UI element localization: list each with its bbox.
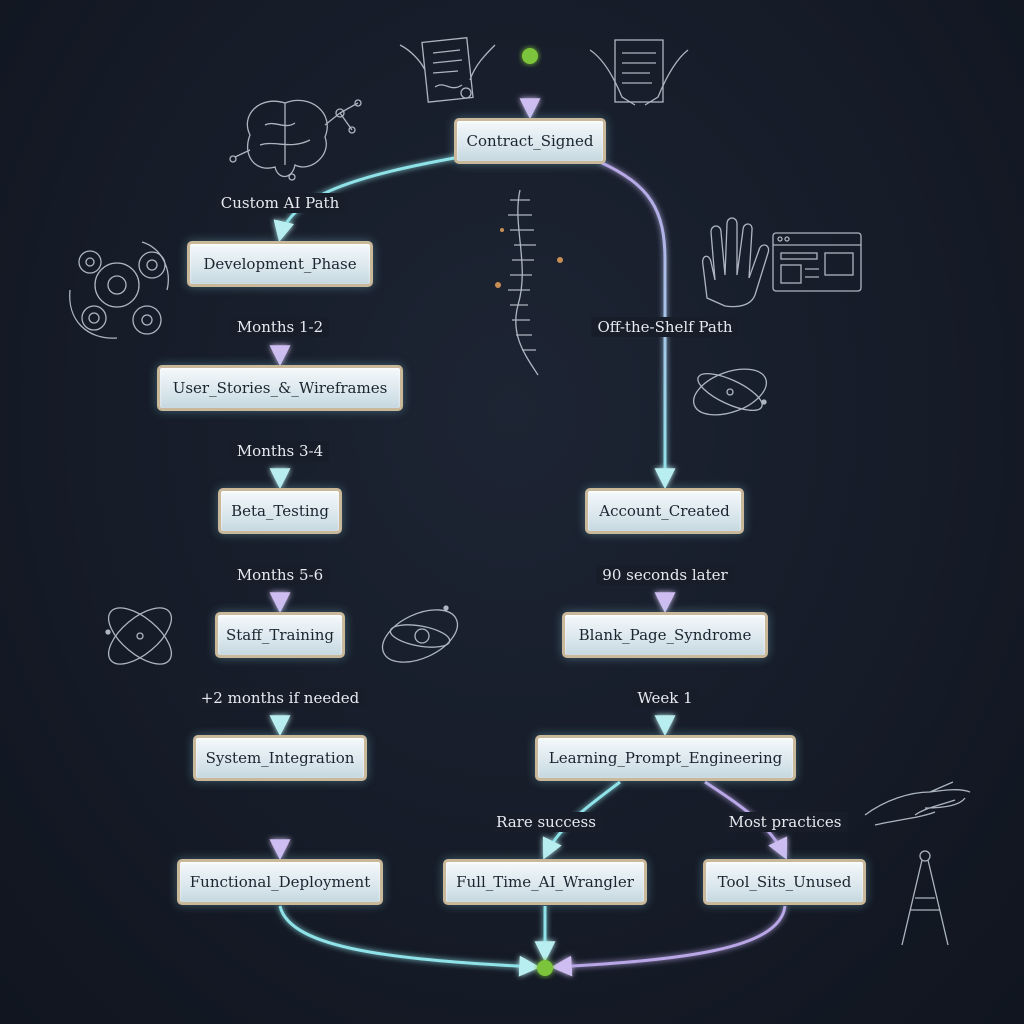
node-functional-deployment: Functional_Deployment (177, 859, 383, 905)
edge-label-week-1: Week 1 (631, 688, 699, 708)
edge-label-months-3-4: Months 3-4 (230, 441, 330, 461)
node-full-time-ai-wrangler: Full_Time_AI_Wrangler (443, 859, 647, 905)
gears-icon (69, 241, 169, 339)
node-blank-page-syndrome: Blank_Page_Syndrome (562, 612, 768, 658)
atom-orbit-icon (105, 607, 172, 665)
edge-label-off-the-shelf-path: Off-the-Shelf Path (591, 317, 739, 337)
spine-icon (495, 189, 563, 376)
edge-label-rare-success: Rare success (490, 812, 602, 832)
node-learning-prompt-engineering: Learning_Prompt_Engineering (535, 735, 796, 781)
edge-contract-shelf (599, 160, 676, 490)
node-tool-sits-unused: Tool_Sits_Unused (703, 859, 866, 905)
edge-functional-end (278, 905, 541, 977)
edge-label-custom-ai-path: Custom AI Path (214, 193, 346, 213)
node-contract-signed: Contract_Signed (454, 118, 606, 164)
node-staff-training: Staff_Training (215, 612, 345, 658)
edge-label-90-seconds: 90 seconds later (596, 565, 734, 585)
edge-label-months-1-2: Months 1-2 (230, 317, 330, 337)
edge-unused-end (550, 905, 787, 977)
atom-orbit-icon (381, 605, 459, 663)
handshake-document-icon (589, 39, 689, 106)
edge-label-plus-2-months: +2 months if needed (194, 688, 366, 708)
edge-contract-custom (273, 155, 461, 243)
node-account-created: Account_Created (585, 488, 744, 534)
compass-icon (901, 850, 949, 946)
contract-sign-icon (399, 37, 496, 103)
node-development-phase: Development_Phase (187, 241, 373, 287)
end-dot (537, 960, 553, 976)
node-system-integration: System_Integration (193, 735, 367, 781)
brain-network-icon (229, 99, 362, 181)
reaching-hand-icon (864, 781, 971, 826)
browser-window-icon (772, 232, 862, 292)
node-user-stories-wireframes: User_Stories_&_Wireframes (157, 365, 403, 411)
hand-icon (702, 217, 770, 308)
atom-orbit-icon (692, 368, 768, 416)
edge-label-most-practices: Most practices (722, 812, 848, 832)
node-beta-testing: Beta_Testing (218, 488, 342, 534)
edge-label-months-5-6: Months 5-6 (230, 565, 330, 585)
start-dot (522, 48, 538, 64)
